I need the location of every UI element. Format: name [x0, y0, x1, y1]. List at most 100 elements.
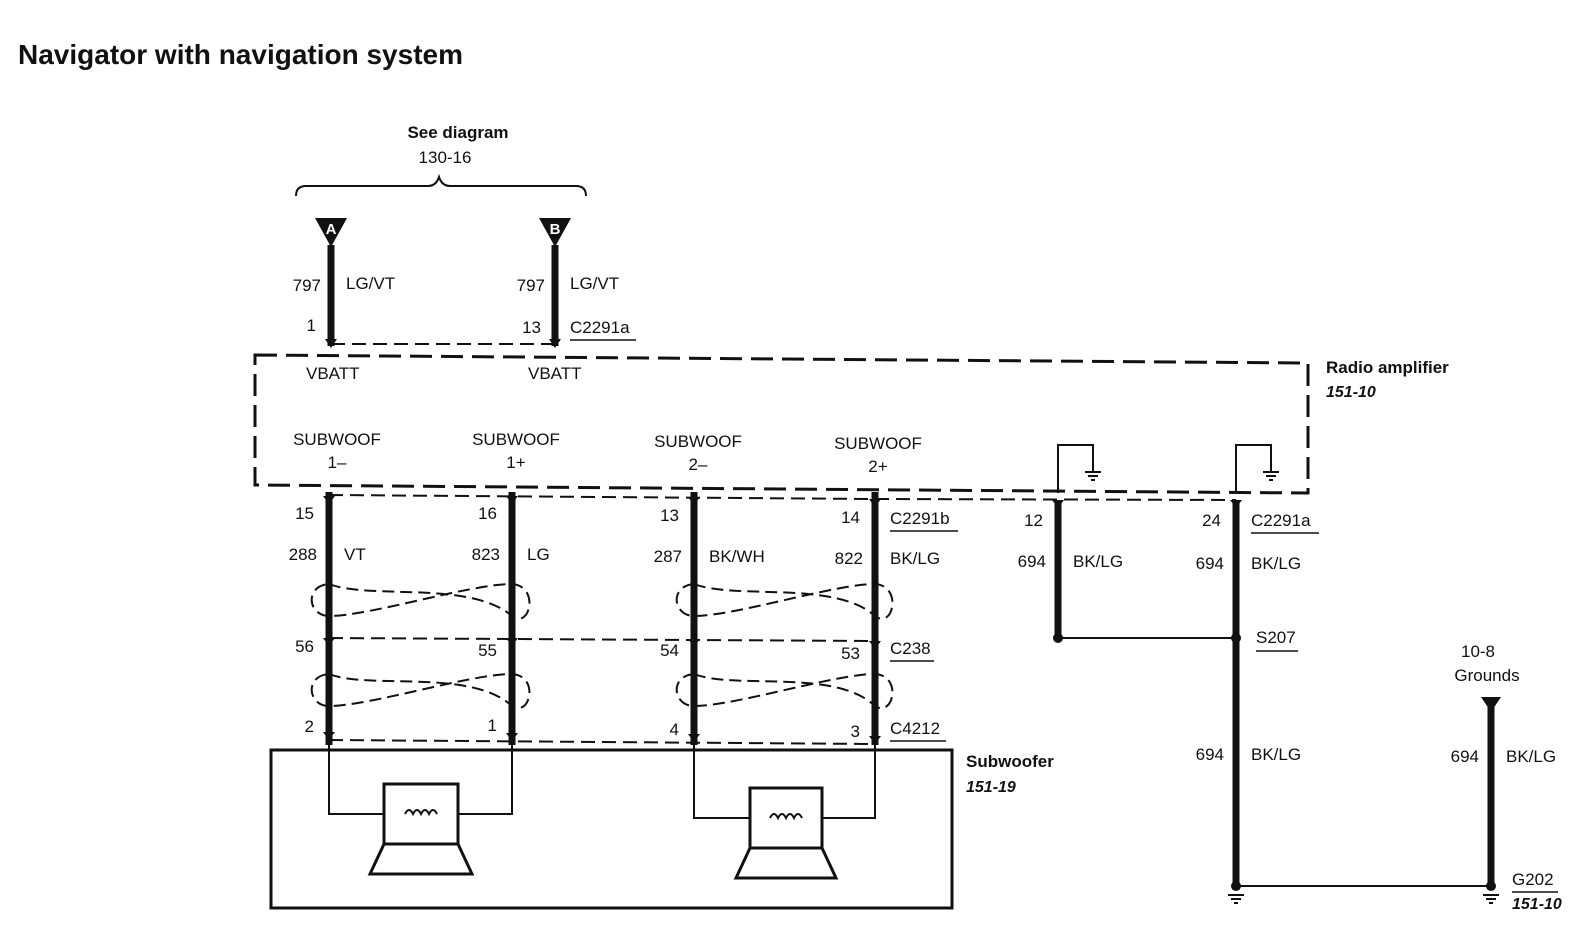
subwoof-1-plus-name: SUBWOOF [472, 430, 560, 449]
pin-arrow-icon [506, 496, 518, 504]
color-694-splice: BK/LG [1251, 745, 1301, 764]
connector-triangle-a-icon [315, 218, 347, 247]
pin-arrow-icon [1230, 500, 1242, 508]
input-b: B 797 LG/VT 13 VBATT [517, 218, 619, 383]
pin-55: 55 [478, 641, 497, 660]
pin-arrow-icon [323, 732, 335, 740]
pin-13: 13 [660, 506, 679, 525]
see-diagram-bracket [295, 173, 587, 197]
subwoof-2-minus-name: SUBWOOF [654, 432, 742, 451]
circuit-694-splice: 694 [1196, 745, 1224, 764]
grounds-ref: 10-8 [1461, 642, 1495, 661]
input-b-circuit: 797 [517, 276, 545, 295]
connector-c238: C238 [890, 639, 931, 658]
ground-dot-icon [1486, 881, 1496, 891]
radio-amplifier-name: Radio amplifier [1326, 358, 1449, 377]
pin-arrow-icon [688, 497, 700, 505]
subwoof-2-minus-polarity: 2– [689, 455, 708, 474]
circuit-694-pin24: 694 [1196, 554, 1224, 573]
internal-ground-1 [1057, 444, 1101, 493]
connector-c238-line [328, 637, 876, 642]
connector-triangle-b-icon [539, 218, 571, 247]
ground-wire-24: 24 694 BK/LG S207 694 BK/LG [1196, 500, 1491, 904]
input-b-pin: 13 [522, 318, 541, 337]
wire-823-labels: 16 823 LG 55 1 [472, 504, 550, 735]
color-694-pin24: BK/LG [1251, 554, 1301, 573]
connector-c4212-line [328, 739, 876, 745]
see-diagram-label: See diagram [407, 123, 508, 142]
subwoofer-box [269, 748, 954, 910]
input-a-function: VBATT [306, 364, 360, 383]
speaker-2-lead [693, 745, 750, 819]
subwoofer-ref: 151-19 [966, 779, 1016, 796]
pin-56: 56 [295, 637, 314, 656]
pin-1: 1 [488, 716, 497, 735]
reference-arrow-icon [1481, 697, 1501, 712]
pin-2: 2 [305, 717, 314, 736]
wire-288-labels: 15 288 VT 56 2 [289, 504, 366, 736]
pin-4: 4 [670, 720, 679, 739]
pin-arrow-icon [688, 639, 700, 647]
twisted-pair-2-upper [675, 582, 894, 620]
subwoofer-component: Subwoofer 151-19 [269, 745, 1054, 910]
pin-arrow-icon [506, 733, 518, 741]
color-bk-lg: BK/LG [890, 549, 940, 568]
pin-arrow-icon [869, 736, 881, 744]
connector-c2291a-line [874, 498, 1237, 501]
pin-53: 53 [841, 644, 860, 663]
radio-amplifier-ref: 151-10 [1326, 384, 1376, 401]
pin-3: 3 [851, 722, 860, 741]
grounds-label: Grounds [1454, 666, 1519, 685]
input-b-letter: B [550, 221, 561, 238]
connector-c2291b-line [328, 494, 876, 500]
pin-arrow-icon [506, 638, 518, 646]
input-a-color: LG/VT [346, 274, 395, 293]
see-diagram-ref: 130-16 [419, 148, 472, 167]
page-title: Navigator with navigation system [18, 39, 463, 70]
pin-54: 54 [660, 641, 679, 660]
pin-15: 15 [295, 504, 314, 523]
pin-12: 12 [1024, 511, 1043, 530]
subwoof-2-plus-polarity: 2+ [868, 457, 887, 476]
wire-287-labels: 13 287 BK/WH 54 4 [654, 506, 765, 739]
input-a-circuit: 797 [293, 276, 321, 295]
subwoof-1-minus-name: SUBWOOF [293, 430, 381, 449]
subwoof-1-plus-polarity: 1+ [506, 453, 525, 472]
speaker-1-lead [458, 745, 513, 815]
color-lg: LG [527, 545, 550, 564]
circuit-287: 287 [654, 547, 682, 566]
subwoof-2-plus-name: SUBWOOF [834, 434, 922, 453]
connector-c4212: C4212 [890, 719, 940, 738]
speaker-2-lead [822, 745, 876, 819]
ground-point-ref: 151-10 [1512, 896, 1562, 913]
pin-arrow-icon [1052, 500, 1064, 508]
pin-arrow-icon [323, 496, 335, 504]
pin-16: 16 [478, 504, 497, 523]
input-a-pin: 1 [307, 316, 316, 335]
input-b-color: LG/VT [570, 274, 619, 293]
color-vt: VT [344, 545, 366, 564]
circuit-822: 822 [835, 549, 863, 568]
ground-point-g202: G202 [1512, 870, 1554, 889]
subwoofer-name: Subwoofer [966, 752, 1054, 771]
connector-c2291a-top: C2291a [570, 318, 630, 337]
pin-arrow-icon [869, 641, 881, 649]
subwoof-1-minus-polarity: 1– [328, 453, 347, 472]
circuit-694-grounds: 694 [1451, 747, 1479, 766]
internal-ground-2 [1235, 444, 1279, 493]
pin-arrow-icon [323, 638, 335, 646]
pin-arrow-icon [869, 499, 881, 507]
grounds-ref-wire: 10-8 Grounds 694 BK/LG G202 151-10 [1451, 642, 1562, 913]
input-a-letter: A [326, 221, 337, 238]
splice-s207: S207 [1256, 628, 1296, 647]
splice-dot-icon [1231, 633, 1241, 643]
connector-c2291b: C2291b [890, 509, 950, 528]
circuit-823: 823 [472, 545, 500, 564]
circuit-288: 288 [289, 545, 317, 564]
pin-14: 14 [841, 508, 860, 527]
input-b-function: VBATT [528, 364, 582, 383]
internal-ground-wire [1235, 444, 1272, 493]
speaker-2-icon [733, 786, 839, 880]
circuit-694-pin12: 694 [1018, 552, 1046, 571]
